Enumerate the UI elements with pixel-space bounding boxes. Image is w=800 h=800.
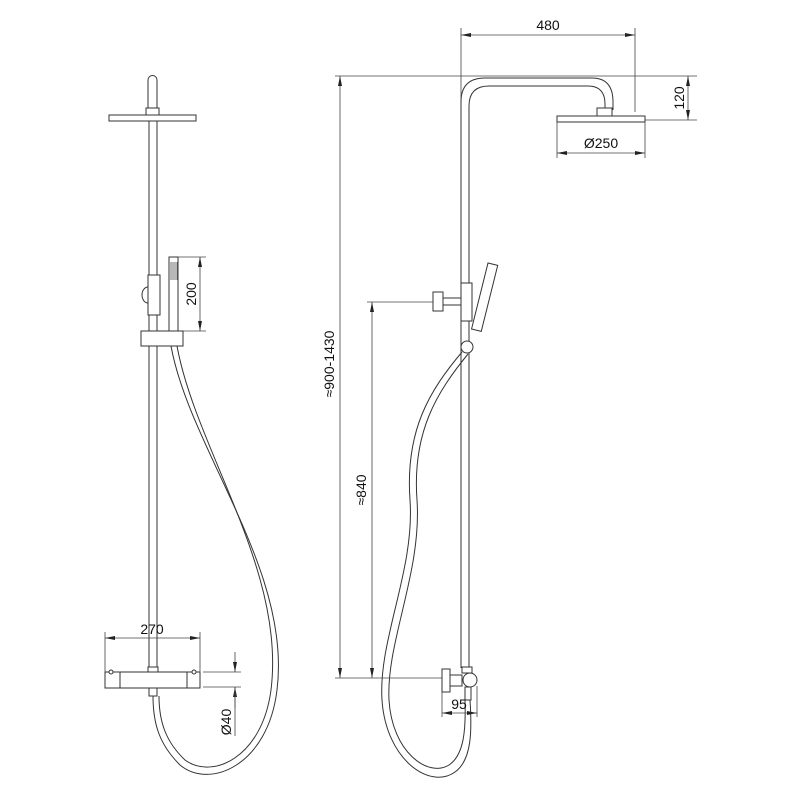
side-hose-ball	[460, 340, 474, 354]
side-slider-body	[460, 282, 473, 322]
dim-arm-reach: 480	[460, 17, 636, 112]
front-shower-head	[108, 114, 197, 122]
side-slider-stem	[442, 297, 462, 306]
side-valve-knob	[441, 668, 451, 693]
handset-nozzle-lines	[170, 262, 178, 280]
dim-bracket-height: ≈840	[353, 301, 433, 678]
dim-head-drop: 120	[645, 76, 697, 121]
side-hose	[381, 351, 472, 778]
side-valve-stem	[448, 674, 463, 687]
dim-handset-length: 200	[178, 256, 206, 332]
front-hose-inner	[158, 345, 274, 768]
side-shower-head	[556, 115, 646, 123]
front-top-cap	[147, 75, 158, 108]
side-shower-arm	[460, 77, 614, 668]
front-slider-knob	[141, 286, 149, 304]
dim-valve-depth: 95	[441, 686, 478, 717]
dim-o250-label: Ø250	[584, 135, 618, 151]
side-head-collar	[596, 107, 613, 117]
side-view: 480 120 Ø250 ≈900-1430 ≈840	[321, 17, 697, 778]
dim-480-label: 480	[536, 17, 560, 33]
dim-thermostat-width: 270	[104, 621, 201, 672]
front-thermostat-connector	[147, 666, 159, 673]
dim-200-label: 200	[183, 282, 199, 306]
dim-o40-label: Ø40	[218, 709, 234, 736]
dim-120-label: 120	[671, 86, 687, 110]
side-handset	[470, 262, 499, 333]
dim-total-label: ≈900-1430	[321, 330, 337, 397]
front-head-collar	[145, 107, 160, 116]
dim-95-label: 95	[451, 696, 467, 712]
front-slider-body	[147, 274, 161, 316]
front-view: 200 270 Ø40	[104, 75, 279, 775]
front-handset-bracket	[140, 330, 184, 347]
front-riser-pipe	[148, 120, 158, 668]
dim-840-label: ≈840	[353, 474, 369, 505]
front-hose	[152, 345, 279, 775]
front-thermostat-bar	[104, 671, 201, 689]
dim-head-diameter: Ø250	[556, 122, 646, 158]
side-slider-knob	[432, 291, 444, 312]
front-outlet	[148, 687, 158, 697]
side-valve-ball	[462, 672, 478, 688]
dim-270-label: 270	[140, 621, 164, 637]
dim-total-height: ≈900-1430	[321, 76, 342, 678]
dim-pipe-diameter: Ø40	[203, 652, 241, 736]
